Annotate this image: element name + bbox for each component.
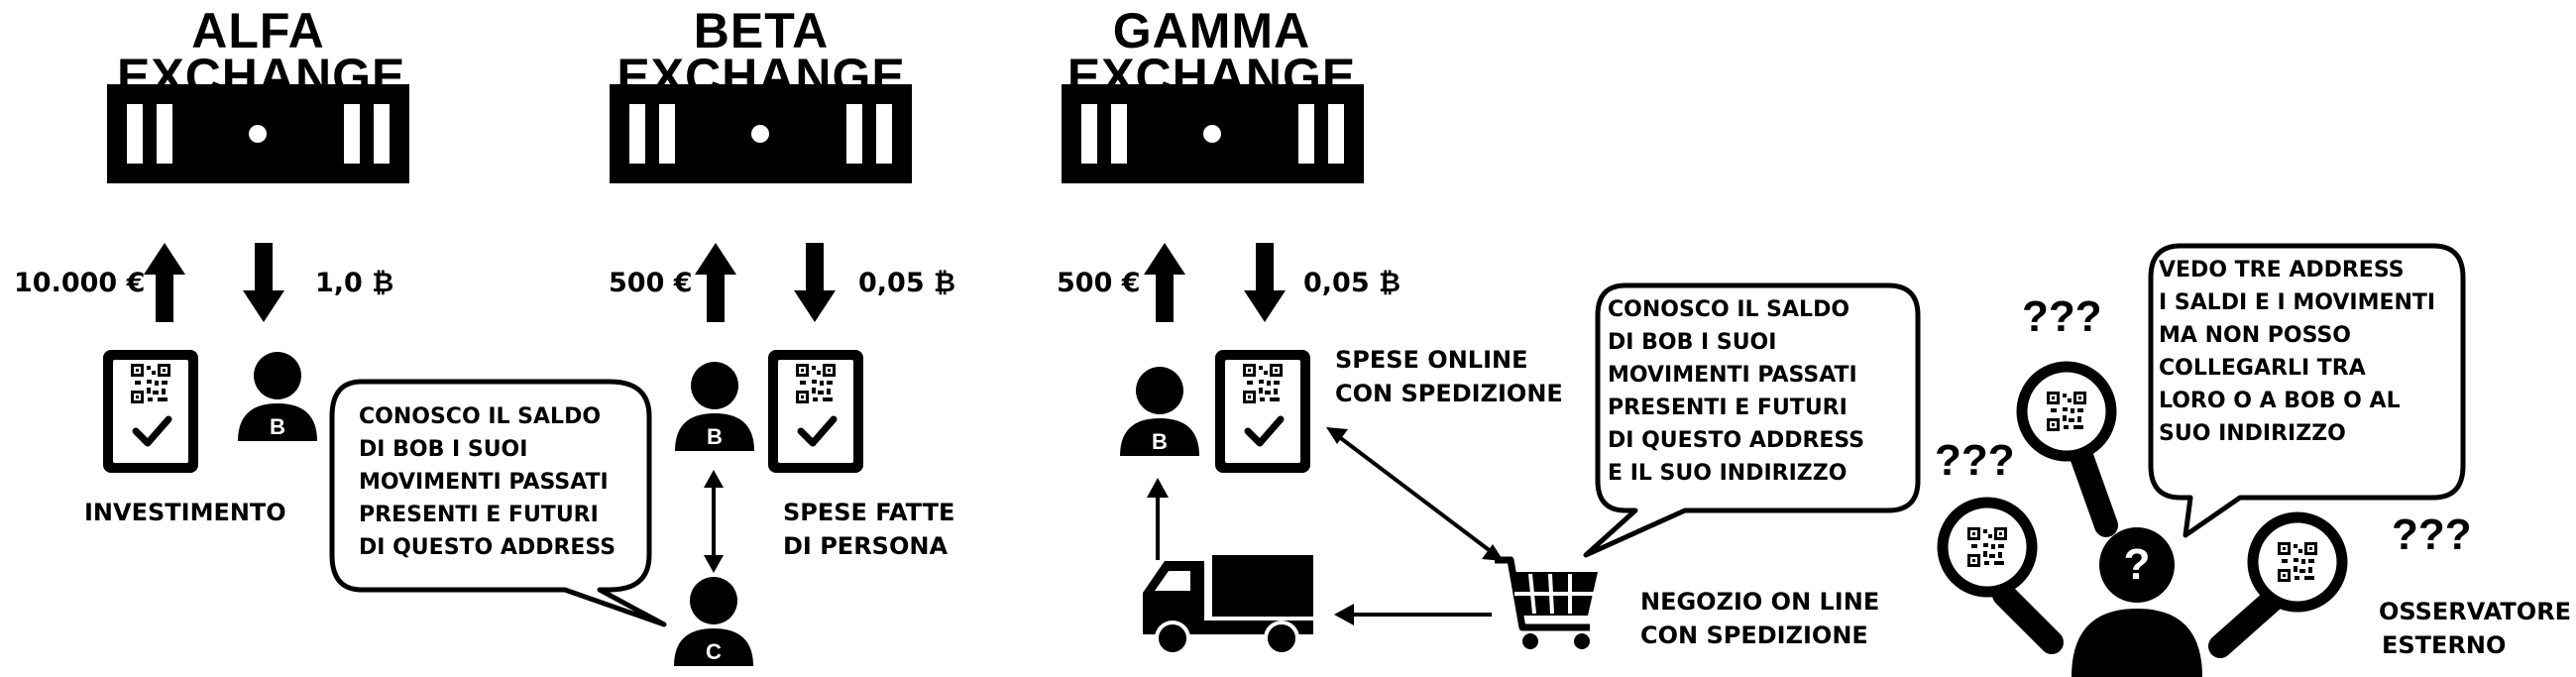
- amount-down-alfa: 1,0 ₿: [315, 268, 394, 298]
- exchange-title-gamma: GAMMA EXCHANGE: [1061, 3, 1363, 104]
- exchange-title-line: EXCHANGE: [117, 49, 406, 104]
- amount-up-beta: 500 €: [609, 268, 693, 298]
- bubble-line: I SALDI E I MOVIMENTI: [2159, 290, 2436, 315]
- double-arrow-icon: [704, 470, 724, 573]
- question-marks: ???: [2392, 510, 2472, 559]
- bubble-line: CONOSCO IL SALDO: [1608, 297, 1850, 322]
- arrow-up-icon: [1144, 243, 1185, 322]
- bubble-line: LORO O A BOB O AL: [2159, 389, 2401, 413]
- bubble-line: E IL SUO INDIRIZZO: [1608, 461, 1848, 486]
- arrow-up-thin-icon: [1147, 478, 1169, 560]
- question-marks: ???: [2022, 292, 2102, 341]
- bubble-line: SUO INDIRIZZO: [2159, 421, 2346, 446]
- bubble-line: COLLEGARLI TRA: [2159, 356, 2366, 381]
- speech-bubble-carlo: [329, 379, 667, 627]
- label-spese-persona: SPESE FATTE DI PERSONA: [783, 496, 954, 563]
- delivery-truck-icon: [1143, 555, 1313, 656]
- bubble-text-shop: CONOSCO IL SALDO DI BOB I SUOI MOVIMENTI…: [1608, 293, 1864, 490]
- bubble-line: PRESENTI E FUTURI: [359, 503, 599, 527]
- bubble-text-carlo: CONOSCO IL SALDO DI BOB I SUOI MOVIMENTI…: [359, 400, 616, 564]
- amount-down-beta: 0,05 ₿: [858, 268, 956, 298]
- label-line: SPESE FATTE: [783, 499, 955, 526]
- double-arrow-icon: [1326, 427, 1504, 561]
- label-negozio-online: NEGOZIO ON LINE CON SPEDIZIONE: [1640, 585, 1879, 652]
- label-spese-online: SPESE ONLINE CON SPEDIZIONE: [1335, 343, 1563, 410]
- phone-qr-wallet-icon: [103, 350, 198, 473]
- user-badge-bob: B: [270, 414, 285, 439]
- speech-bubble-observer: [2148, 243, 2466, 538]
- amount-down-gamma: 0,05 ₿: [1303, 268, 1401, 298]
- exchange-title-line: GAMMA: [1112, 3, 1311, 58]
- label-line: OSSERVATORE: [2379, 598, 2572, 625]
- speech-bubble-shop: [1583, 282, 1921, 558]
- magnifier-qr-icon: [1943, 503, 2032, 592]
- arrow-up-icon: [695, 243, 736, 322]
- exchange-title-beta: BETA EXCHANGE: [613, 3, 910, 104]
- exchange-title-line: ALFA: [191, 3, 325, 58]
- bubble-text-observer: VEDO TRE ADDRESS I SALDI E I MOVIMENTI M…: [2159, 254, 2435, 450]
- user-badge-bob: B: [707, 424, 723, 449]
- bubble-line: PRESENTI E FUTURI: [1608, 395, 1848, 420]
- label-line: NEGOZIO ON LINE: [1640, 588, 1880, 616]
- magnifier-qr-icon: [2253, 517, 2342, 607]
- label-line: DI PERSONA: [783, 532, 949, 560]
- arrow-left-icon: [1334, 604, 1492, 625]
- label-line: SPESE ONLINE: [1335, 346, 1528, 374]
- label-line: ESTERNO: [2382, 631, 2507, 659]
- question-marks: ???: [1935, 436, 2015, 485]
- bubble-line: CONOSCO IL SALDO: [359, 404, 602, 429]
- bubble-line: DI QUESTO ADDRESS: [1608, 428, 1865, 453]
- bubble-line: MOVIMENTI PASSATI: [359, 470, 609, 495]
- bubble-line: VEDO TRE ADDRESS: [2159, 258, 2405, 282]
- magnifier-qr-icon: [2022, 367, 2111, 456]
- bubble-line: MOVIMENTI PASSATI: [1608, 363, 1857, 388]
- bubble-line: MA NON POSSO: [2159, 323, 2351, 348]
- observer-magnifier-handle: [1992, 444, 2285, 658]
- user-badge-carlo: C: [706, 639, 722, 664]
- bubble-line: DI BOB I SUOI: [1608, 330, 1777, 355]
- shopping-cart-icon: [1495, 556, 1598, 649]
- bubble-line: DI BOB I SUOI: [359, 437, 528, 462]
- amount-up-gamma: 500 €: [1057, 268, 1141, 298]
- label-investimento: INVESTIMENTO: [84, 499, 286, 526]
- user-badge-observer: ?: [2123, 540, 2151, 589]
- exchange-title-alfa: ALFA EXCHANGE: [117, 3, 406, 104]
- arrow-down-icon: [794, 243, 836, 322]
- user-badge-bob: B: [1152, 429, 1168, 454]
- label-osservatore-esterno: OSSERVATORE ESTERNO: [2379, 595, 2571, 662]
- bubble-line: DI QUESTO ADDRESS: [359, 535, 616, 560]
- arrow-down-icon: [1244, 243, 1286, 322]
- arrow-up-icon: [144, 243, 185, 322]
- exchange-title-line: EXCHANGE: [616, 49, 906, 104]
- observer-person-icon: [2072, 527, 2202, 677]
- phone-qr-wallet-icon: [768, 350, 863, 473]
- label-line: CON SPEDIZIONE: [1640, 621, 1868, 649]
- exchange-title-line: EXCHANGE: [1066, 49, 1357, 104]
- arrow-down-icon: [243, 243, 284, 322]
- amount-up-alfa: 10.000 €: [14, 268, 146, 298]
- exchange-title-line: BETA: [693, 3, 830, 58]
- label-line: CON SPEDIZIONE: [1335, 380, 1563, 407]
- phone-qr-wallet-icon: [1215, 350, 1310, 473]
